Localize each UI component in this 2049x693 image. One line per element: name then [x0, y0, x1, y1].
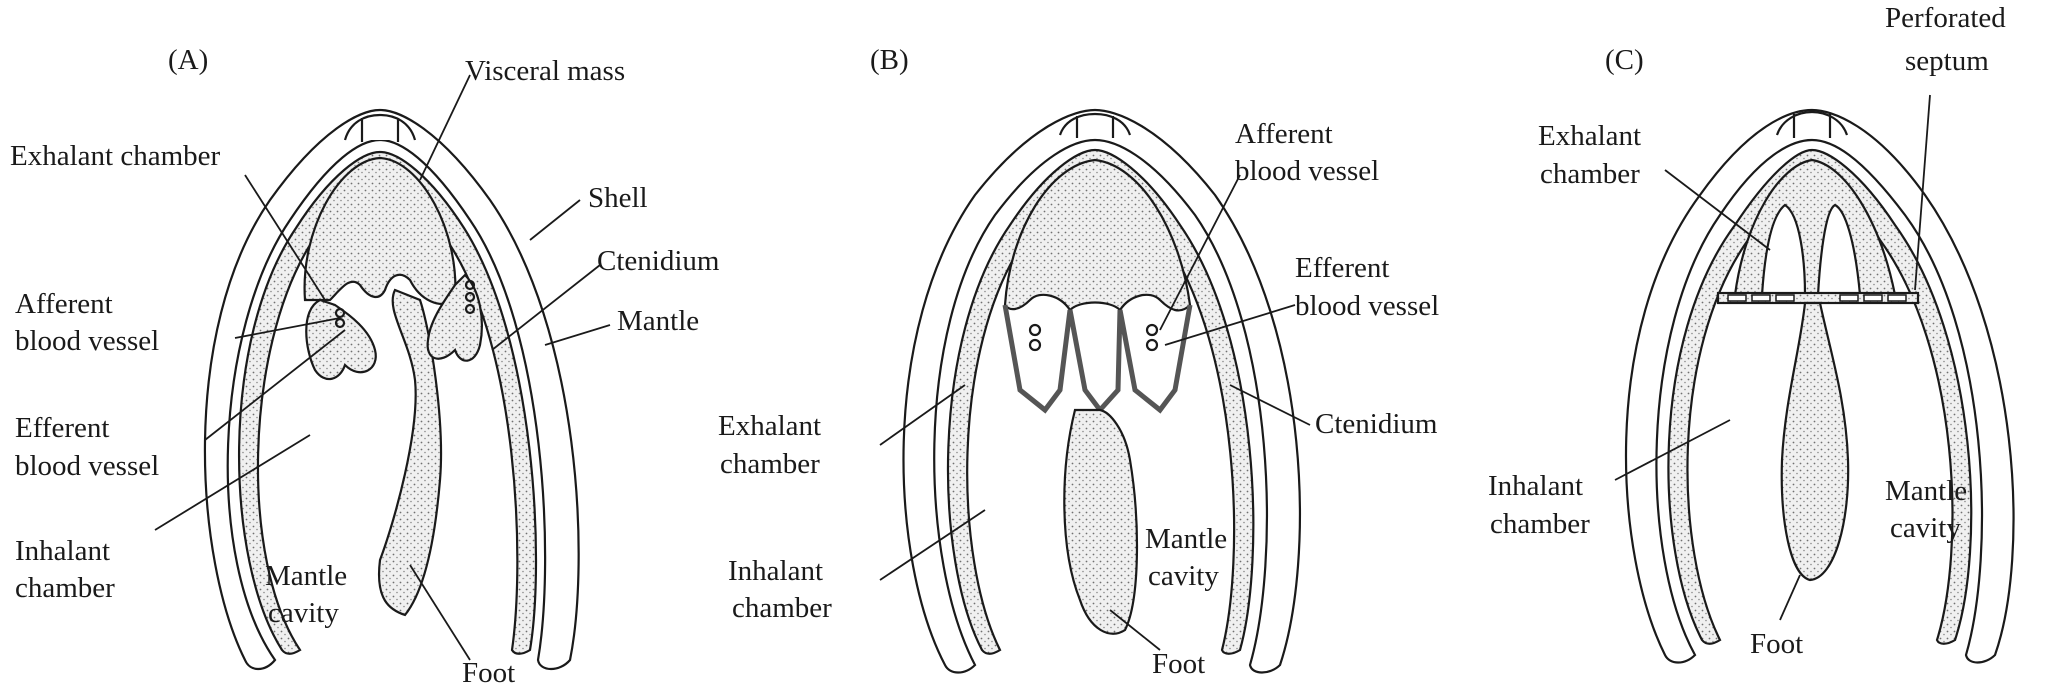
panel-c-drawing: [1615, 95, 2014, 663]
panel-a-efferent-label-1: Efferent: [15, 412, 109, 445]
panel-a-ctenidium-label: Ctenidium: [597, 245, 719, 278]
panel-a-inhalant-label-2: chamber: [15, 572, 115, 605]
panel-a-drawing: [155, 75, 610, 669]
panel-c-exhalant-label-2: chamber: [1540, 158, 1640, 191]
panel-c-inhalant-label-1: Inhalant: [1488, 470, 1583, 503]
panel-a-inhalant-label-1: Inhalant: [15, 535, 110, 568]
panel-b-efferent-label-2: blood vessel: [1295, 290, 1439, 323]
panel-c-mantle-cavity-label-2: cavity: [1890, 512, 1961, 545]
panel-a-shell-label: Shell: [588, 182, 648, 215]
panel-c-exhalant-label-1: Exhalant: [1538, 120, 1641, 153]
panel-b-letter: (B): [870, 44, 909, 77]
panel-c-perforated-label-2: septum: [1905, 45, 1989, 78]
panel-b-foot: [1064, 410, 1137, 634]
panel-c-inhalant-label-2: chamber: [1490, 508, 1590, 541]
panel-a-letter: (A): [168, 44, 208, 77]
panel-b-exhalant-label-1: Exhalant: [718, 410, 821, 443]
panel-b-mantle-cavity-label-1: Mantle: [1145, 523, 1227, 556]
panel-b-afferent-label-1: Afferent: [1235, 118, 1333, 151]
panel-a-visceral-mass-label: Visceral mass: [465, 55, 625, 88]
panel-b-exhalant-label-2: chamber: [720, 448, 820, 481]
panel-a-visceral-mass: [305, 158, 456, 304]
panel-a-foot-label: Foot: [462, 657, 515, 690]
panel-a-afferent-label-2: blood vessel: [15, 325, 159, 358]
panel-a-exhalant-chamber-label: Exhalant chamber: [10, 140, 220, 173]
panel-b-visceral-mass: [1005, 160, 1190, 310]
panel-b-inhalant-label-1: Inhalant: [728, 555, 823, 588]
panel-c-foot: [1782, 303, 1848, 580]
panel-a-left-ctenidium: [306, 300, 376, 379]
panel-b-foot-label: Foot: [1152, 648, 1205, 681]
panel-a-mantle-cavity-label-2: cavity: [268, 597, 339, 630]
panel-a-mantle-label: Mantle: [617, 305, 699, 338]
panel-a-afferent-label-1: Afferent: [15, 288, 113, 321]
panel-b-drawing: [880, 110, 1310, 673]
panel-c-letter: (C): [1605, 44, 1644, 77]
panel-b-ctenidia: [1005, 305, 1190, 410]
panel-b-efferent-label-1: Efferent: [1295, 252, 1389, 285]
panel-a-mantle-cavity-label-1: Mantle: [265, 560, 347, 593]
panel-c-visceral-mass: [1735, 160, 1895, 295]
panel-c-mantle-cavity-label-1: Mantle: [1885, 475, 1967, 508]
panel-a-efferent-label-2: blood vessel: [15, 450, 159, 483]
panel-c-foot-label: Foot: [1750, 628, 1803, 661]
panel-b-inhalant-label-2: chamber: [732, 592, 832, 625]
panel-b-afferent-label-2: blood vessel: [1235, 155, 1379, 188]
panel-b-ctenidium-label: Ctenidium: [1315, 408, 1437, 441]
panel-c-perforated-label-1: Perforated: [1885, 2, 2006, 35]
panel-b-mantle-cavity-label-2: cavity: [1148, 560, 1219, 593]
